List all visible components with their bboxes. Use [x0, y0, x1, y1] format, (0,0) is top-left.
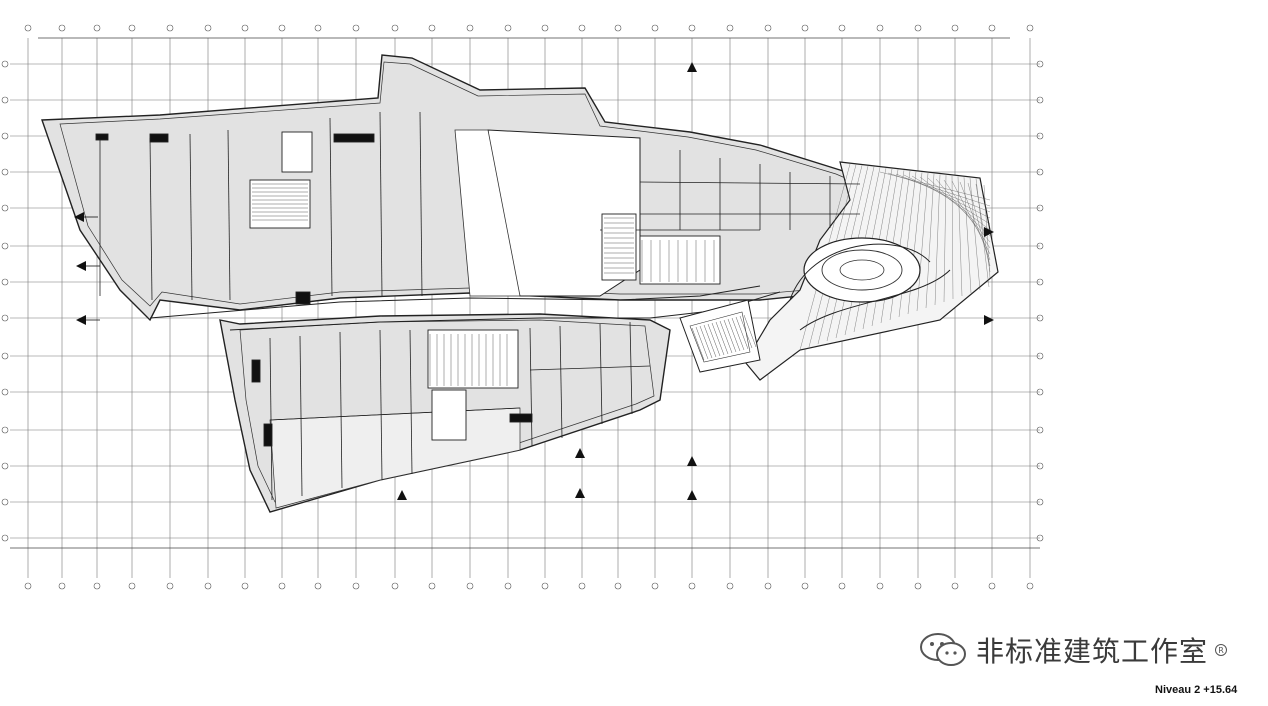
wechat-watermark: 非标准建筑工作室 R: [918, 630, 1228, 670]
section-marker-bb: [76, 315, 100, 325]
section-marker-aa: [74, 212, 98, 222]
crystal-pavilion: [679, 161, 999, 381]
stair-treads: [252, 183, 757, 386]
svg-text:R: R: [1218, 646, 1224, 655]
wechat-icon: [920, 633, 966, 666]
grid-bubbles: [1, 24, 1044, 590]
level-caption: Niveau 2 +15.64: [1155, 684, 1238, 696]
interior-partitions: [99, 111, 861, 501]
section-marker-cc: [76, 261, 100, 271]
upper-wing: [41, 54, 881, 322]
registered-icon: R: [1215, 644, 1228, 656]
watermark-text: 非标准建筑工作室: [976, 635, 1209, 668]
section-marker-right: [397, 62, 994, 500]
